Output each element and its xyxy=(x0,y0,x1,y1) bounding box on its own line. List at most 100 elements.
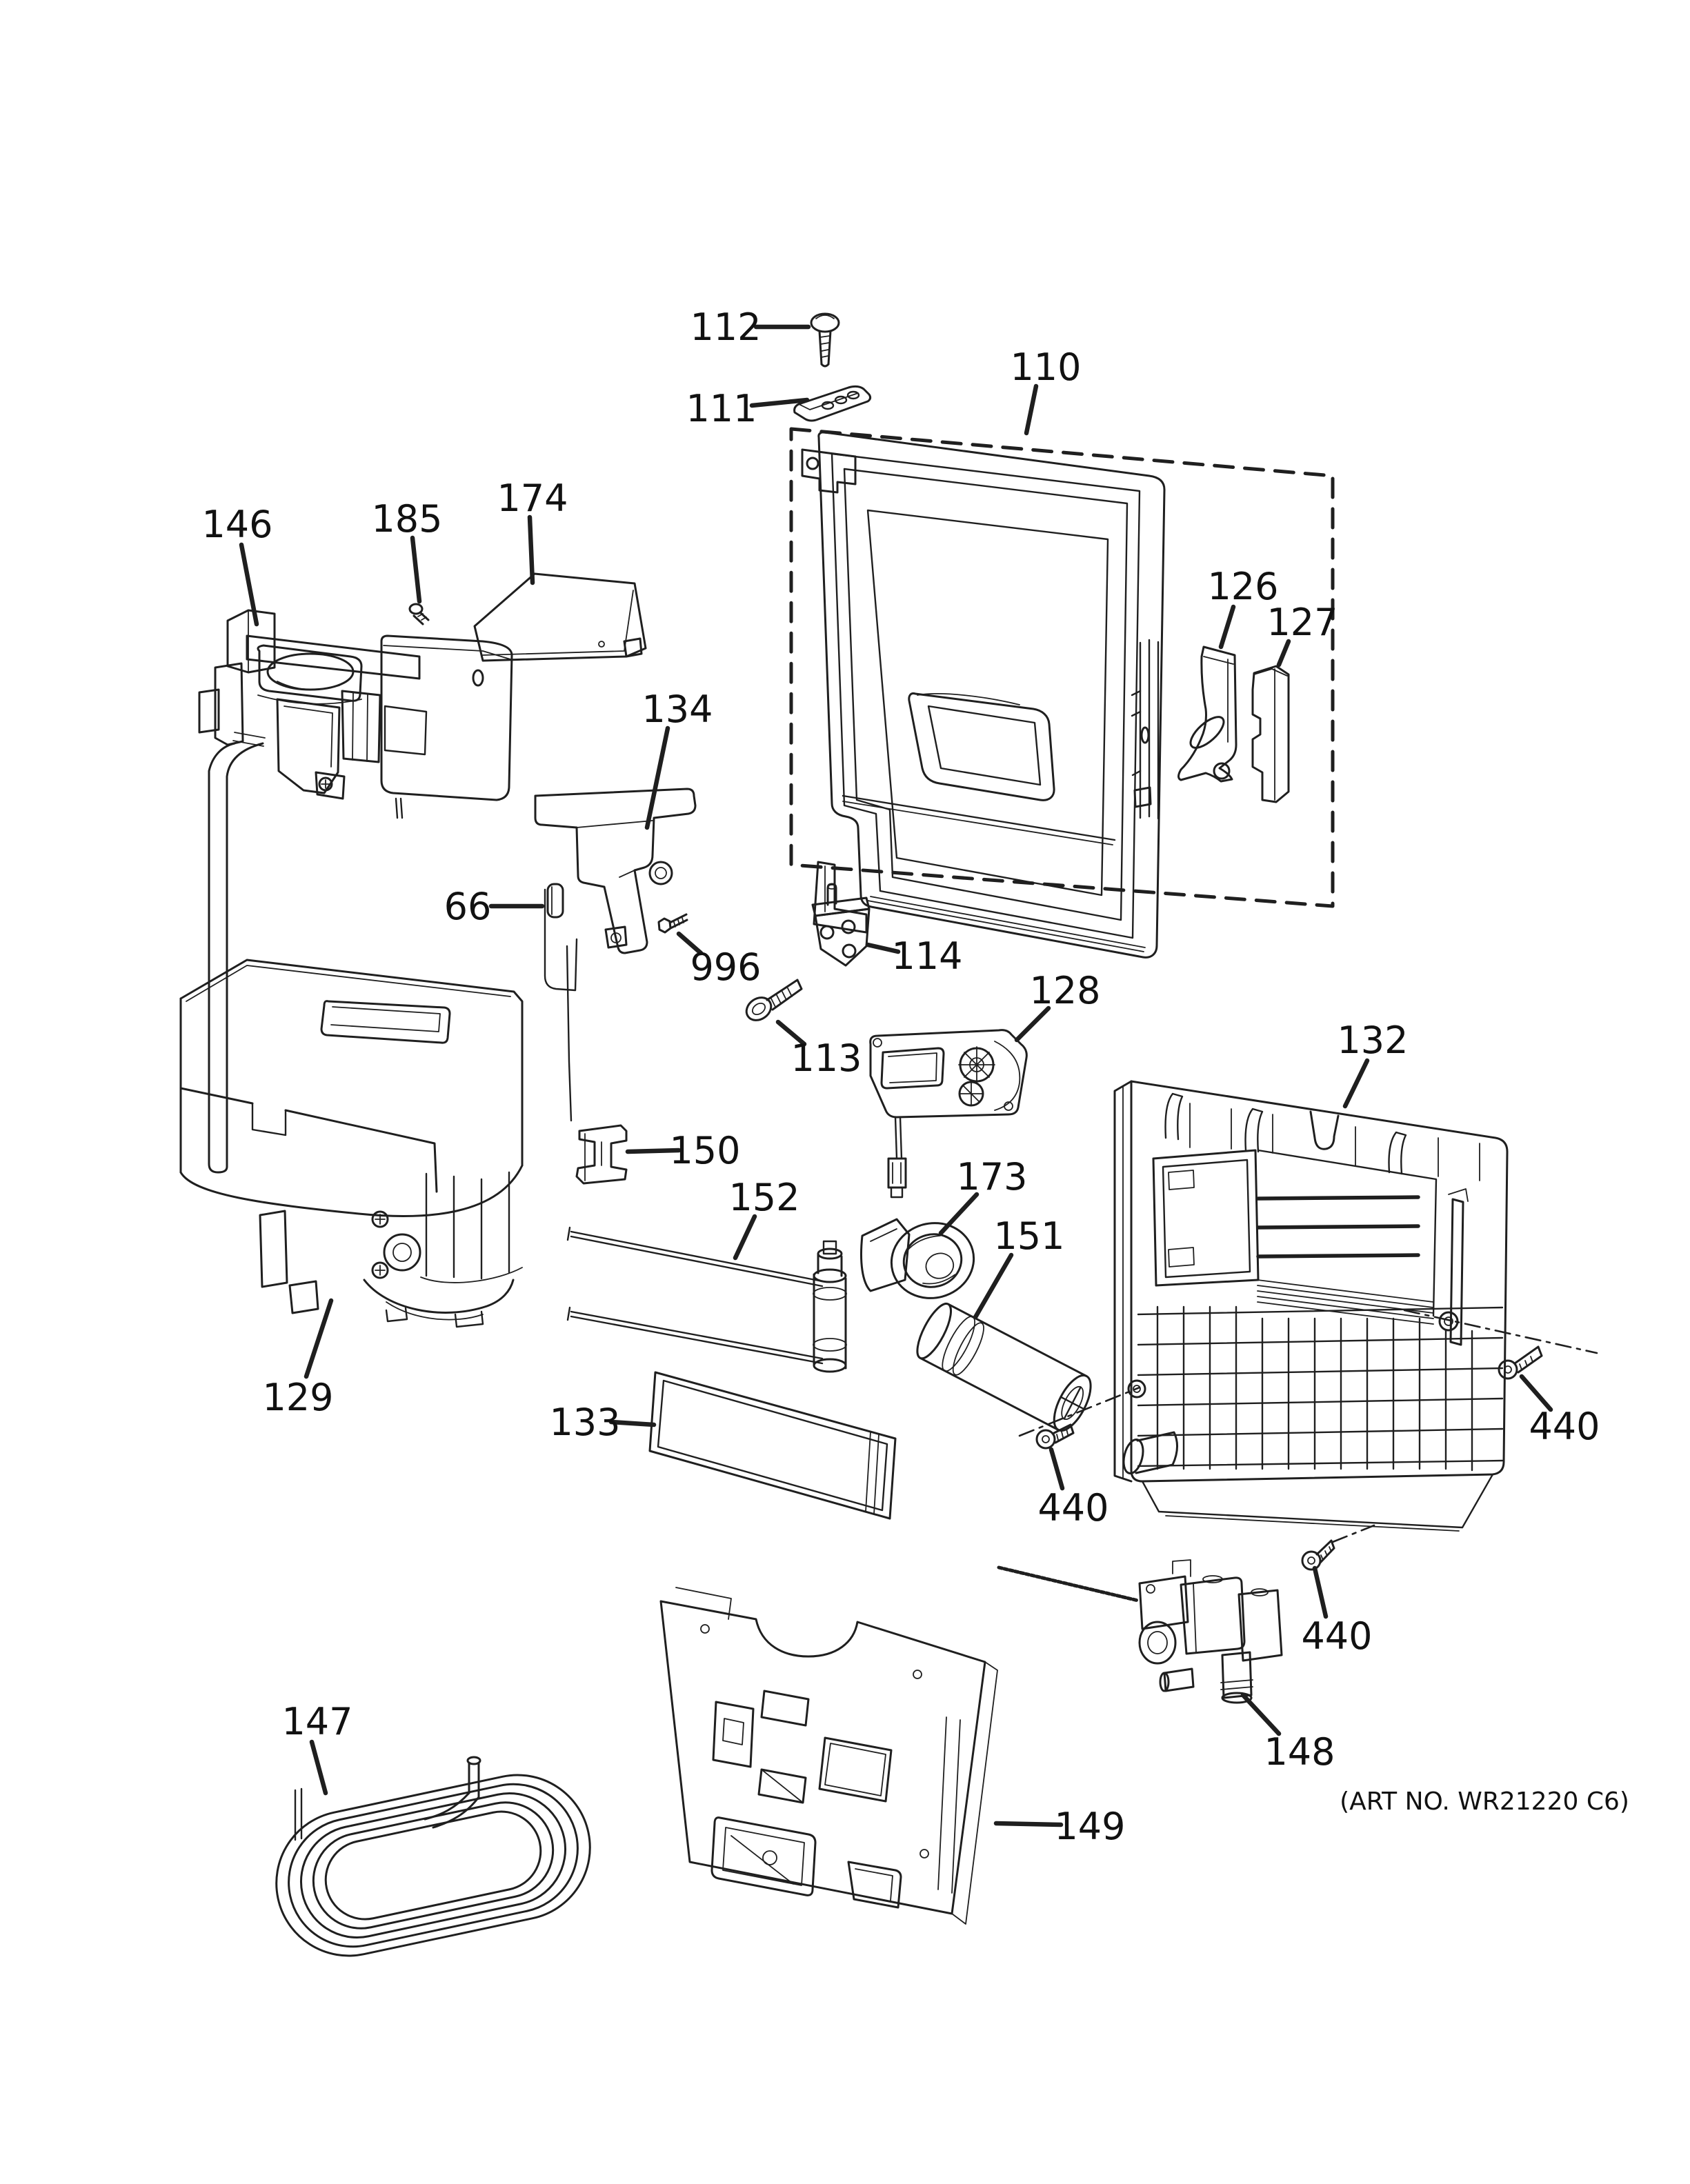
callout-114: 114 xyxy=(865,934,963,978)
part-number-label: 151 xyxy=(993,1214,1064,1258)
part-440-screw-left xyxy=(1035,1423,1075,1450)
part-number-label: 147 xyxy=(281,1700,352,1743)
part-996-screw xyxy=(657,913,688,934)
callout-133: 133 xyxy=(549,1401,657,1444)
callout-185: 185 xyxy=(371,497,443,604)
part-146-ice-maker-assembly xyxy=(198,609,513,1174)
callout-leader-line xyxy=(1014,1005,1051,1043)
part-number-label: 996 xyxy=(690,945,761,989)
part-127-latch-cover xyxy=(1251,665,1290,803)
callout-leader-line xyxy=(527,514,535,585)
part-number-label: 150 xyxy=(669,1129,740,1172)
part-112-screw xyxy=(810,312,840,368)
callout-leader-line xyxy=(1312,1565,1329,1619)
part-number-label: 148 xyxy=(1264,1730,1335,1774)
callout-132: 132 xyxy=(1337,1019,1409,1109)
callout-151: 151 xyxy=(973,1214,1065,1320)
part-126-latch-lever xyxy=(1177,645,1237,783)
part-number-label: 129 xyxy=(262,1376,333,1419)
part-number-label: 128 xyxy=(1029,969,1100,1012)
part-number-label: 440 xyxy=(1037,1486,1109,1530)
callout-leader-line xyxy=(1519,1374,1553,1412)
part-number-label: 113 xyxy=(791,1036,862,1080)
callout-174: 174 xyxy=(497,477,568,585)
callout-129: 129 xyxy=(262,1298,334,1419)
part-number-label: 440 xyxy=(1529,1405,1600,1448)
callout-leader-line xyxy=(775,1019,807,1047)
part-149-mounting-plate xyxy=(659,1587,998,1925)
callout-leader-line xyxy=(676,931,704,956)
callout-173: 173 xyxy=(938,1155,1028,1236)
callout-leader-line xyxy=(239,542,259,627)
callout-leader-line xyxy=(993,1821,1064,1827)
callout-112: 112 xyxy=(690,305,811,349)
callout-127: 127 xyxy=(1266,601,1338,668)
part-114-hinge-plate xyxy=(811,883,871,967)
callout-leader-line xyxy=(1276,639,1291,668)
callout-149: 149 xyxy=(993,1805,1126,1848)
callout-leader-line xyxy=(309,1739,328,1796)
callout-440: 440 xyxy=(1301,1565,1373,1658)
part-440-screw-bottom xyxy=(1301,1539,1335,1571)
callout-leader-line xyxy=(1218,604,1236,650)
callout-996: 996 xyxy=(676,931,762,989)
part-440-screw-right xyxy=(1498,1345,1543,1380)
callout-leader-line xyxy=(749,397,810,408)
part-number-label: 111 xyxy=(686,387,757,430)
part-133-tray xyxy=(648,1371,897,1520)
part-66-pin xyxy=(544,883,578,1122)
part-152-fill-tubes xyxy=(566,1226,847,1373)
part-number-label: 440 xyxy=(1301,1614,1372,1658)
part-number-label: 134 xyxy=(642,688,713,731)
part-174-cover xyxy=(473,572,647,662)
callout-leader-line xyxy=(938,1192,980,1236)
callout-leader-line xyxy=(865,942,901,954)
part-number-label: 185 xyxy=(371,497,442,541)
callout-leader-line xyxy=(1342,1058,1370,1109)
part-185-screw xyxy=(408,603,430,625)
part-number-label: 152 xyxy=(728,1176,799,1219)
callout-leader-line xyxy=(973,1252,1014,1320)
assembly-axis-lines xyxy=(1018,1309,1598,1543)
callout-110: 110 xyxy=(1010,345,1082,436)
part-number-label: 126 xyxy=(1207,565,1278,608)
part-110-boundary-dashed-box xyxy=(789,427,1335,908)
callout-146: 146 xyxy=(201,503,273,627)
part-number-label: 66 xyxy=(444,885,492,928)
callout-leader-line xyxy=(1240,1692,1282,1736)
part-173-auger-coupling xyxy=(860,1218,975,1299)
part-number-label: 133 xyxy=(549,1401,620,1444)
part-number-label: 132 xyxy=(1337,1019,1408,1062)
callout-leader-line xyxy=(1048,1447,1065,1491)
callout-147: 147 xyxy=(281,1700,353,1796)
part-148-water-valve xyxy=(997,1559,1283,1704)
callout-leader-line xyxy=(733,1214,757,1261)
part-number-label: 114 xyxy=(891,934,962,978)
callout-126: 126 xyxy=(1207,565,1279,650)
part-number-label: 110 xyxy=(1010,345,1081,389)
callout-150: 150 xyxy=(625,1129,741,1172)
part-132-evaporator-cover xyxy=(1113,1080,1509,1532)
part-number-label: 127 xyxy=(1266,601,1338,644)
callout-leader-line xyxy=(644,725,670,830)
part-134-bracket xyxy=(534,788,697,954)
callout-440: 440 xyxy=(1519,1374,1600,1448)
callout-111: 111 xyxy=(686,387,810,430)
art-number: (ART NO. WR21220 C6) xyxy=(1340,1787,1629,1816)
callout-leader-line xyxy=(625,1148,682,1154)
callout-leader-line xyxy=(304,1298,334,1379)
part-113-screw xyxy=(745,979,803,1021)
part-147-heater-loop xyxy=(275,1756,591,1957)
callout-152: 152 xyxy=(728,1176,800,1261)
part-150-clip xyxy=(575,1124,628,1185)
callout-66: 66 xyxy=(444,885,545,928)
callout-440: 440 xyxy=(1037,1447,1109,1530)
callout-leader-line xyxy=(608,1419,657,1427)
part-110-dispenser-door xyxy=(801,431,1166,959)
callout-134: 134 xyxy=(642,688,713,830)
callout-113: 113 xyxy=(775,1019,862,1080)
callout-148: 148 xyxy=(1240,1692,1335,1774)
callout-128: 128 xyxy=(1014,969,1101,1043)
